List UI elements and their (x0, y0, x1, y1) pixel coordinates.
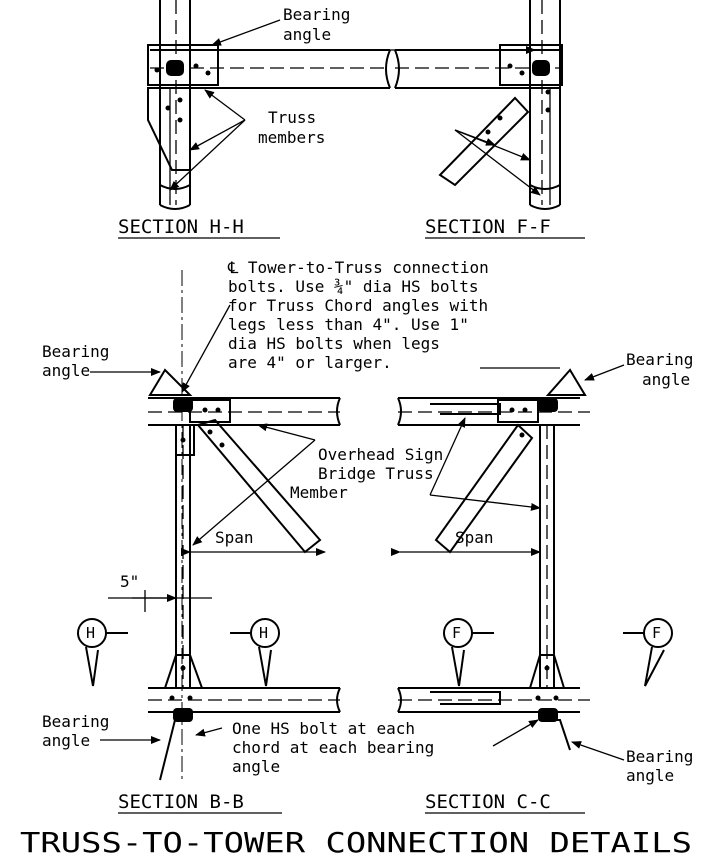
section-cut-h-left (77, 618, 128, 687)
section-cut-f-right (623, 618, 673, 687)
hs-bolt-note-line1: One HS bolt at each (232, 719, 415, 738)
truss-members-label-line1: Truss (268, 108, 316, 127)
section-b-b-title: SECTION B-B (118, 791, 244, 813)
bearing-angle-label-hh-line1: Bearing (283, 5, 350, 24)
overhead-sign-label-line1: Overhead Sign (318, 445, 443, 464)
drawing-title: TRUSS-TO-TOWER CONNECTION DETAILS (20, 826, 692, 859)
bearing-angle-label-hh-line2: angle (283, 25, 331, 44)
span-label-right: Span (455, 528, 494, 547)
section-h-h-drawing (147, 0, 391, 210)
truss-members-label-line2: members (258, 128, 325, 147)
bearing-angle-label-bb-top-line1: Bearing (42, 342, 109, 361)
span-label-left: Span (215, 528, 254, 547)
hs-bolt-note-line3: angle (232, 757, 280, 776)
bearing-angle-label-bb-top-line2: angle (42, 361, 90, 380)
bearing-angle-label-bb-bottom-line2: angle (42, 731, 90, 750)
section-cut-h-right (230, 618, 280, 687)
cut-letter-h-left: H (86, 624, 95, 642)
dimension-5in-label: 5" (120, 572, 139, 591)
svg-text:are 4" or larger.: are 4" or larger. (228, 353, 392, 372)
centerline-note: ℄ Tower-to-Truss connection bolts. Use ¾… (227, 258, 489, 372)
bearing-angle-label-cc-top-line2: angle (642, 370, 690, 389)
cut-letter-h-right: H (259, 624, 268, 642)
overhead-sign-label-line3: Member (290, 483, 348, 502)
svg-text:dia HS bolts when legs: dia HS bolts when legs (228, 334, 440, 353)
svg-text:for Truss Chord angles with: for Truss Chord angles with (228, 296, 488, 315)
section-b-b-drawing (77, 270, 341, 781)
section-cut-f-left (443, 618, 494, 687)
bearing-angle-label-cc-bottom-line1: Bearing (626, 747, 693, 766)
section-h-h-title: SECTION H-H (118, 216, 244, 238)
section-c-c-title: SECTION C-C (425, 791, 551, 813)
cut-letter-f-right: F (652, 624, 661, 642)
overhead-sign-label-line2: Bridge Truss (318, 464, 434, 483)
svg-text:legs less than 4". Use 1": legs less than 4". Use 1" (228, 315, 469, 334)
bearing-angle-label-bb-bottom-line1: Bearing (42, 712, 109, 731)
hs-bolt-note-line2: chord at each bearing (232, 738, 434, 757)
section-c-c-drawing (391, 367, 673, 751)
bearing-angle-label-cc-top-line1: Bearing (626, 350, 693, 369)
bearing-angle-label-cc-bottom-line2: angle (626, 766, 674, 785)
cut-letter-f-left: F (452, 624, 461, 642)
svg-text:℄ Tower-to-Truss connection: ℄ Tower-to-Truss connection (227, 258, 489, 277)
section-f-f-title: SECTION F-F (425, 216, 551, 238)
section-f-f-drawing (385, 0, 563, 210)
svg-text:bolts. Use ¾" dia HS bolts: bolts. Use ¾" dia HS bolts (228, 277, 478, 296)
